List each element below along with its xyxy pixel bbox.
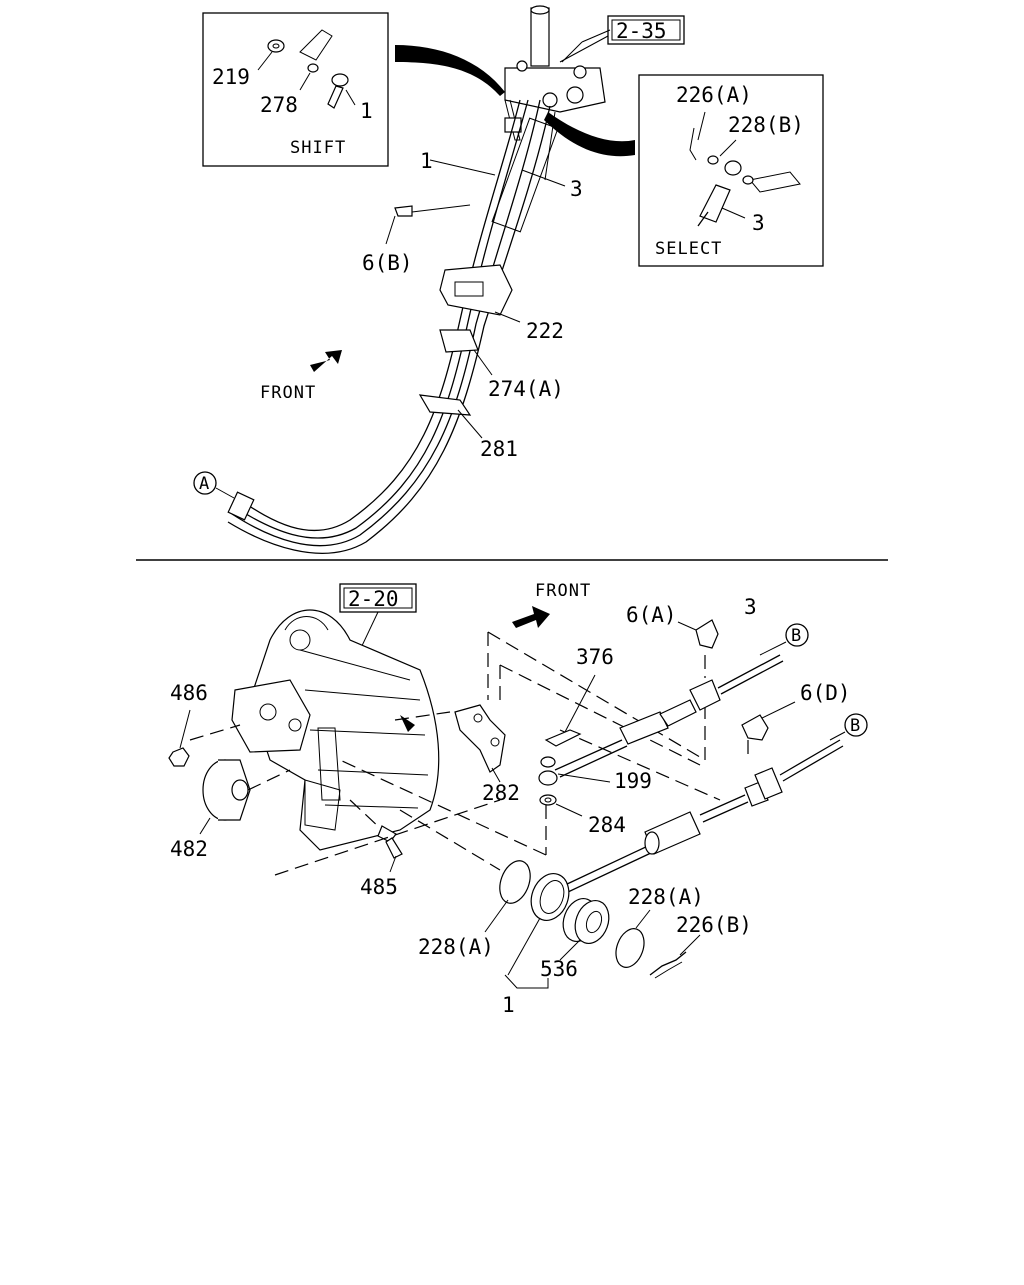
assembly-guides — [274, 631, 749, 876]
bracket-282 — [394, 704, 506, 783]
shift-inset — [202, 12, 389, 167]
part-278-label: 278 — [260, 93, 298, 117]
cable-3 — [554, 654, 784, 778]
part-1-bottom-label: 1 — [502, 993, 515, 1017]
clutch-housing — [231, 609, 440, 851]
ref-2-35-label: 2-35 — [616, 19, 667, 43]
part-486-label: 486 — [170, 681, 208, 705]
bracket-222 — [439, 264, 521, 323]
clamp-274a — [439, 329, 493, 376]
part-274a-label: 274(A) — [488, 377, 564, 401]
part-482-label: 482 — [170, 837, 208, 861]
part-485-label: 485 — [360, 875, 398, 899]
lever-assembly — [504, 5, 611, 181]
pulley-482 — [199, 759, 291, 835]
select-label: SELECT — [655, 239, 722, 259]
part-284-label: 284 — [588, 813, 626, 837]
part-3-main-label: 3 — [570, 177, 583, 201]
part-1-shift-label: 1 — [360, 99, 373, 123]
part-1-main-label: 1 — [420, 149, 433, 173]
circle-b-lower-label: B — [850, 716, 861, 736]
washer-228a-left — [484, 860, 531, 933]
circle-b-upper-label: B — [791, 626, 802, 646]
part-281-label: 281 — [480, 437, 518, 461]
part-3-bottom-label: 3 — [744, 595, 757, 619]
part-219-label: 219 — [212, 65, 250, 89]
circle-b-upper-marker — [785, 623, 809, 647]
bolt-485 — [349, 799, 403, 873]
part-536-label: 536 — [540, 957, 578, 981]
front-arrow-bottom-icon — [512, 606, 550, 628]
part-226b-label: 226(B) — [676, 913, 752, 937]
part-228a-left-label: 228(A) — [418, 935, 494, 959]
washer-284 — [539, 794, 583, 817]
clip-6a — [677, 619, 719, 649]
part-3-select-label: 3 — [752, 211, 765, 235]
circle-a-marker — [193, 471, 217, 495]
cable-bundle — [227, 99, 559, 554]
cable-1 — [564, 739, 844, 893]
bushing-199 — [538, 756, 611, 786]
ref-2-20-label: 2-20 — [348, 587, 399, 611]
part-226a-top-label: 226(A) — [676, 83, 752, 107]
clip-376 — [544, 674, 596, 747]
part-376-label: 376 — [576, 645, 614, 669]
circle-a-label: A — [199, 474, 210, 494]
part-6a-label: 6(A) — [626, 603, 677, 627]
part-222-label: 222 — [526, 319, 564, 343]
part-6b-label: 6(B) — [362, 251, 413, 275]
clip-6d — [741, 701, 796, 741]
grommet-536 — [504, 873, 610, 989]
part-228b-label: 228(B) — [728, 113, 804, 137]
front-arrow-top-icon — [310, 350, 342, 372]
clip-226b — [649, 934, 701, 979]
nut-486 — [168, 709, 241, 767]
select-inset — [638, 74, 824, 267]
part-282-label: 282 — [482, 781, 520, 805]
front-top-label: FRONT — [260, 383, 316, 403]
part-6d-label: 6(D) — [800, 681, 851, 705]
part-228a-right-label: 228(A) — [628, 885, 704, 909]
circle-b-lower-marker — [844, 713, 868, 737]
front-bottom-label: FRONT — [535, 581, 591, 601]
part-199-label: 199 — [614, 769, 652, 793]
clamp-281 — [418, 394, 483, 439]
washer-228a-right — [615, 909, 651, 968]
labels: 2-35 2-20 219 278 1 SHIFT 226(A) 228(B) … — [170, 19, 861, 1017]
clip-6b — [385, 204, 471, 245]
shift-label: SHIFT — [290, 138, 346, 158]
